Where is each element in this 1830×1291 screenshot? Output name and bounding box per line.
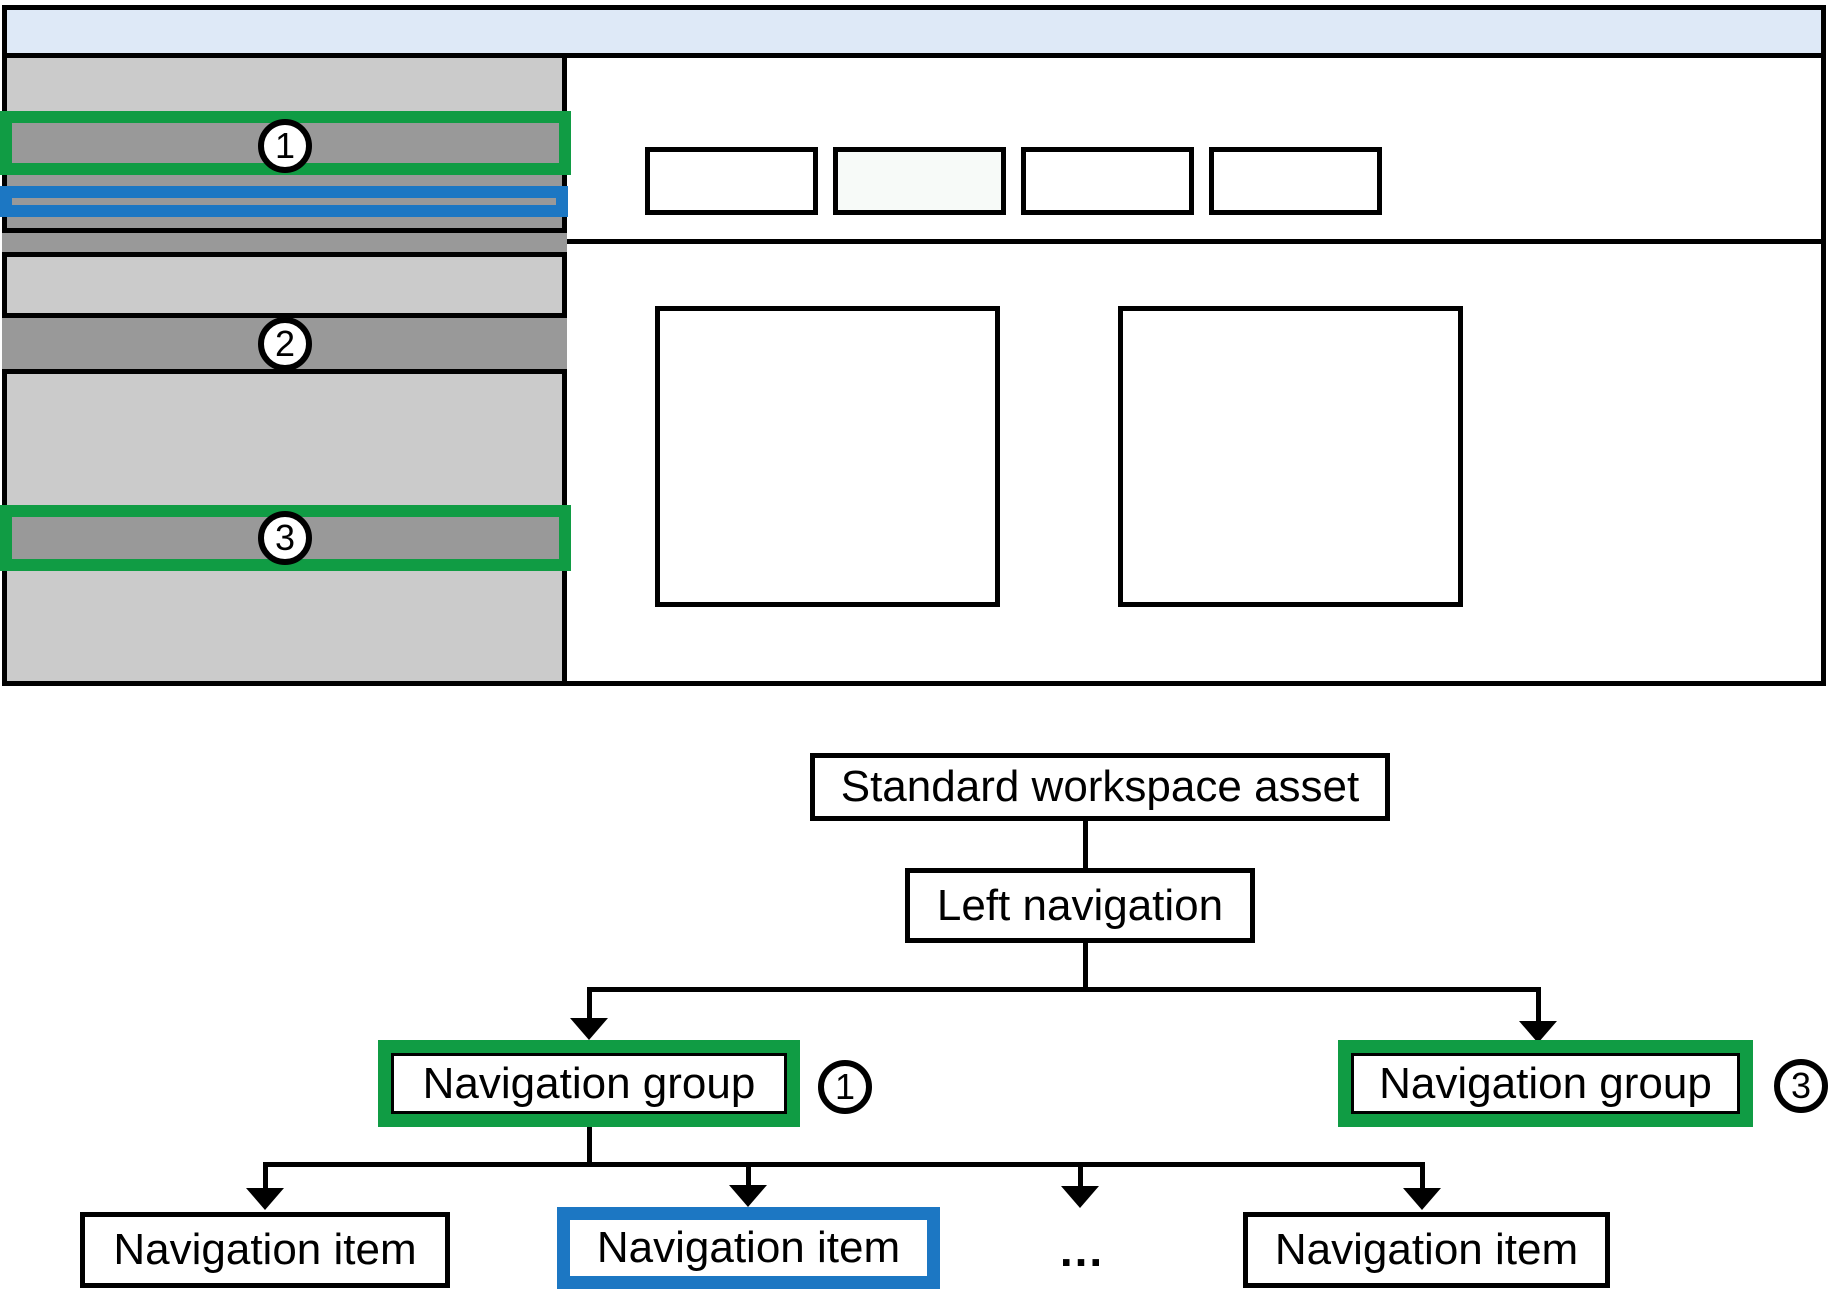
tree-node-item3-label: Navigation item: [1274, 1225, 1579, 1274]
wireframe-tab-1: [645, 147, 818, 215]
arrowhead-group3: [1519, 1021, 1557, 1043]
tree-node-group1-label: Navigation group: [391, 1053, 787, 1114]
tree-ellipsis: ...: [1059, 1224, 1105, 1276]
callout-2-label: 2: [274, 323, 296, 364]
connector-ellipsis-drop: [1078, 1162, 1083, 1187]
callout-1-label: 1: [274, 125, 296, 166]
tree-node-standard-workspace-asset: Standard workspace asset: [810, 753, 1390, 821]
tree-node-group3-label: Navigation group: [1351, 1053, 1740, 1114]
callout-2-badge: 2: [258, 317, 312, 371]
callout-3-label: 3: [274, 517, 296, 558]
connector-item1-drop: [263, 1162, 268, 1188]
connector-groups-rail: [587, 987, 1541, 992]
connector-item2-drop: [746, 1162, 751, 1186]
tree-node-navigation-item-3: Navigation item: [1243, 1212, 1610, 1288]
arrowhead-group1: [570, 1018, 608, 1040]
arrowhead-ellipsis: [1061, 1186, 1099, 1208]
connector-items-rail: [263, 1162, 1425, 1167]
tree-node-navigation-group-1: Navigation group: [378, 1040, 800, 1127]
connector-group1-drop: [587, 987, 592, 1020]
tree-callout-3-badge: 3: [1774, 1059, 1828, 1113]
wireframe-card-2: [1118, 306, 1463, 607]
wireframe-tab-3: [1021, 147, 1194, 215]
tree-node-left-navigation: Left navigation: [905, 868, 1255, 943]
tree-node-navigation-item-1: Navigation item: [80, 1212, 450, 1288]
tree-node-item1-label: Navigation item: [113, 1225, 417, 1274]
connector-leftnav-stem: [1083, 943, 1088, 987]
wireframe-tab-4: [1209, 147, 1382, 215]
tree-node-root-label: Standard workspace asset: [840, 762, 1360, 811]
arrowhead-item2: [729, 1185, 767, 1207]
nav-item-bar-highlight: [0, 186, 568, 217]
connector-root-to-leftnav: [1083, 821, 1088, 868]
arrowhead-item3: [1403, 1188, 1441, 1210]
arrowhead-item1: [246, 1188, 284, 1210]
tree-callout-3-label: 3: [1790, 1065, 1812, 1106]
connector-group1-stem: [587, 1127, 592, 1162]
connector-group3-drop: [1536, 987, 1541, 1023]
wireframe-top-banner: [2, 5, 1826, 58]
tree-node-item2-label: Navigation item: [596, 1223, 901, 1272]
tree-node-leftnav-label: Left navigation: [936, 880, 1224, 930]
callout-1-badge: 1: [258, 119, 312, 173]
wireframe-tab-2-active: [833, 147, 1006, 215]
tree-callout-1-badge: 1: [818, 1060, 872, 1114]
callout-3-badge: 3: [258, 511, 312, 565]
tree-node-navigation-group-3: Navigation group: [1338, 1040, 1753, 1127]
tree-callout-1-label: 1: [834, 1066, 856, 1107]
wireframe-card-1: [655, 306, 1000, 607]
wireframe-divider-bar: [2, 228, 567, 257]
tree-node-navigation-item-selected: Navigation item: [557, 1207, 940, 1289]
connector-item3-drop: [1420, 1162, 1425, 1188]
